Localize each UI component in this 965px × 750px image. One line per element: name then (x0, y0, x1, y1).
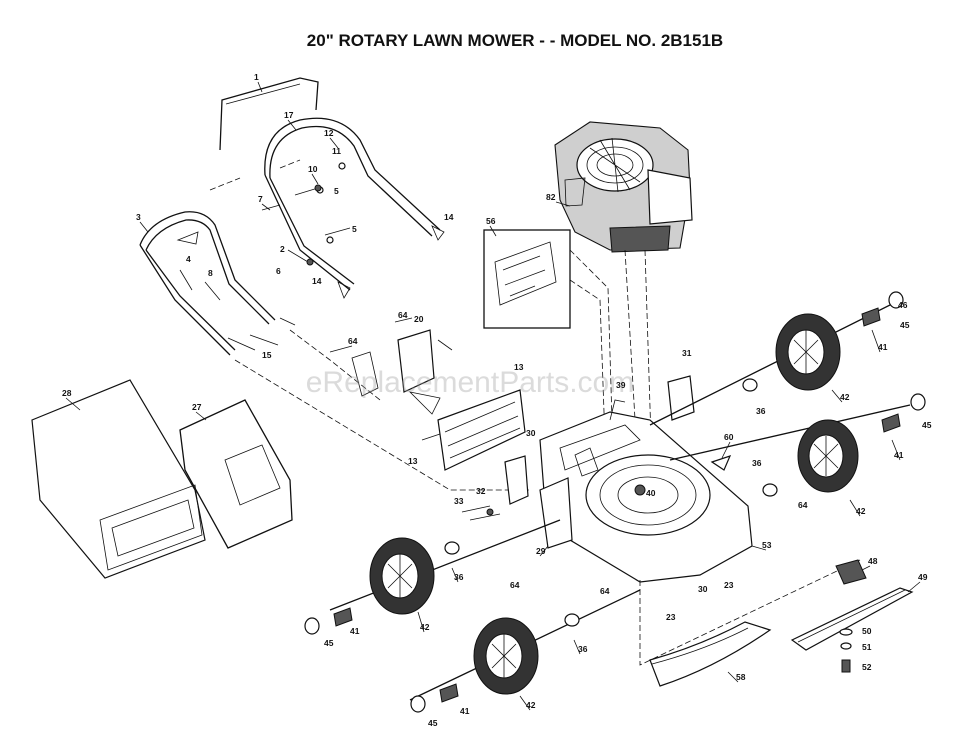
callout-41c: 41 (350, 626, 360, 636)
callout-42c: 42 (420, 622, 430, 632)
callout-14a: 14 (444, 212, 454, 222)
callout-41b: 41 (894, 450, 904, 460)
callout-36a: 36 (756, 406, 766, 416)
part-callouts: 1 17 12 11 10 5 7 3 4 2 5 14 14 8 6 15 5… (62, 72, 932, 728)
callout-12: 12 (324, 128, 334, 138)
callout-82: 82 (546, 192, 556, 202)
main-handle-part-17 (264, 117, 445, 299)
callout-10: 10 (308, 164, 318, 174)
callout-39: 39 (616, 380, 626, 390)
upper-handle-part-1 (209, 77, 319, 191)
callout-13b: 13 (408, 456, 418, 466)
callout-49: 49 (918, 572, 928, 582)
callout-64b: 64 (348, 336, 358, 346)
watermark: eReplacementParts.com (306, 366, 634, 399)
control-assembly-part-56 (483, 229, 606, 441)
callout-33: 33 (454, 496, 464, 506)
engine-part-82 (554, 121, 693, 253)
callout-58: 58 (736, 672, 746, 682)
callout-46: 46 (898, 300, 908, 310)
callout-41d: 41 (460, 706, 470, 716)
wheel-part-42-rear-right (775, 313, 841, 391)
callout-30b: 30 (698, 584, 708, 594)
callout-50: 50 (862, 626, 872, 636)
wheel-part-42-front-left (369, 537, 435, 615)
callout-36d: 36 (578, 644, 588, 654)
callout-14b: 14 (312, 276, 322, 286)
callout-64c: 64 (798, 500, 808, 510)
wheel-part-42-front-right (797, 419, 859, 493)
wheel-part-42-rear-left (473, 617, 539, 695)
callout-31: 31 (682, 348, 692, 358)
deck-housing-part-53 (539, 399, 753, 583)
callout-56: 56 (486, 216, 496, 226)
callout-8: 8 (208, 268, 213, 278)
callout-4: 4 (186, 254, 191, 264)
front-axle-line-upper (669, 404, 911, 461)
throttle-bracket-part-20 (329, 317, 453, 415)
callout-40: 40 (646, 488, 656, 498)
callout-45c: 45 (324, 638, 334, 648)
bag-frame-part-27 (179, 399, 293, 549)
callout-15: 15 (262, 350, 272, 360)
wheel-bracket-part-32 (461, 455, 529, 521)
assembly-line-handle (289, 329, 381, 401)
callout-64a: 64 (398, 310, 408, 320)
callout-28: 28 (62, 388, 72, 398)
rear-axle-line (649, 299, 901, 426)
callout-13a: 13 (514, 362, 524, 372)
callout-3: 3 (136, 212, 141, 222)
callout-27: 27 (192, 402, 202, 412)
callout-45a: 45 (900, 320, 910, 330)
assembly-line-left (234, 359, 530, 491)
callout-11: 11 (332, 146, 341, 156)
blade-part-49 (790, 587, 914, 651)
callout-17: 17 (284, 110, 294, 120)
callout-6: 6 (276, 266, 281, 276)
callout-32: 32 (476, 486, 486, 496)
callout-42a: 42 (840, 392, 850, 402)
callout-42d: 42 (526, 700, 536, 710)
callout-64d: 64 (510, 580, 520, 590)
rear-bracket-part-31 (667, 375, 695, 421)
callout-42b: 42 (856, 506, 866, 516)
flap-part-60 (710, 455, 732, 471)
callout-23a: 23 (724, 580, 734, 590)
callout-5a: 5 (334, 186, 339, 196)
diagram-title: 20" ROTARY LAWN MOWER - - MODEL NO. 2B15… (307, 31, 723, 50)
callout-51: 51 (862, 642, 872, 652)
callout-1: 1 (254, 72, 259, 82)
wheel-hardware (304, 291, 926, 713)
blade-bolt-parts-50-52 (839, 628, 853, 673)
callout-52: 52 (862, 662, 872, 672)
callout-29: 29 (536, 546, 546, 556)
callout-45d: 45 (428, 718, 438, 728)
callout-41a: 41 (878, 342, 888, 352)
callout-45b: 45 (922, 420, 932, 430)
left-axle-line-front (329, 519, 561, 611)
callout-5b: 5 (352, 224, 357, 234)
callout-60: 60 (724, 432, 734, 442)
blade-drop-line (639, 559, 861, 666)
baffle-part-58 (649, 621, 772, 687)
blade-adapter-part-48 (835, 559, 867, 585)
leader-lines (65, 81, 921, 711)
rear-flap-part-13 (421, 389, 526, 471)
callout-53: 53 (762, 540, 772, 550)
handle-fasteners (261, 184, 351, 266)
callout-23b: 23 (666, 612, 676, 622)
callout-64e: 64 (600, 586, 610, 596)
callout-7: 7 (258, 194, 263, 204)
lower-handle-part-3 (139, 211, 296, 356)
callout-30a: 30 (526, 428, 536, 438)
callout-2: 2 (280, 244, 285, 254)
callout-36c: 36 (454, 572, 464, 582)
callout-36b: 36 (752, 458, 762, 468)
grass-bag-part-28 (31, 379, 206, 579)
callout-20: 20 (414, 314, 424, 324)
callout-48: 48 (868, 556, 878, 566)
